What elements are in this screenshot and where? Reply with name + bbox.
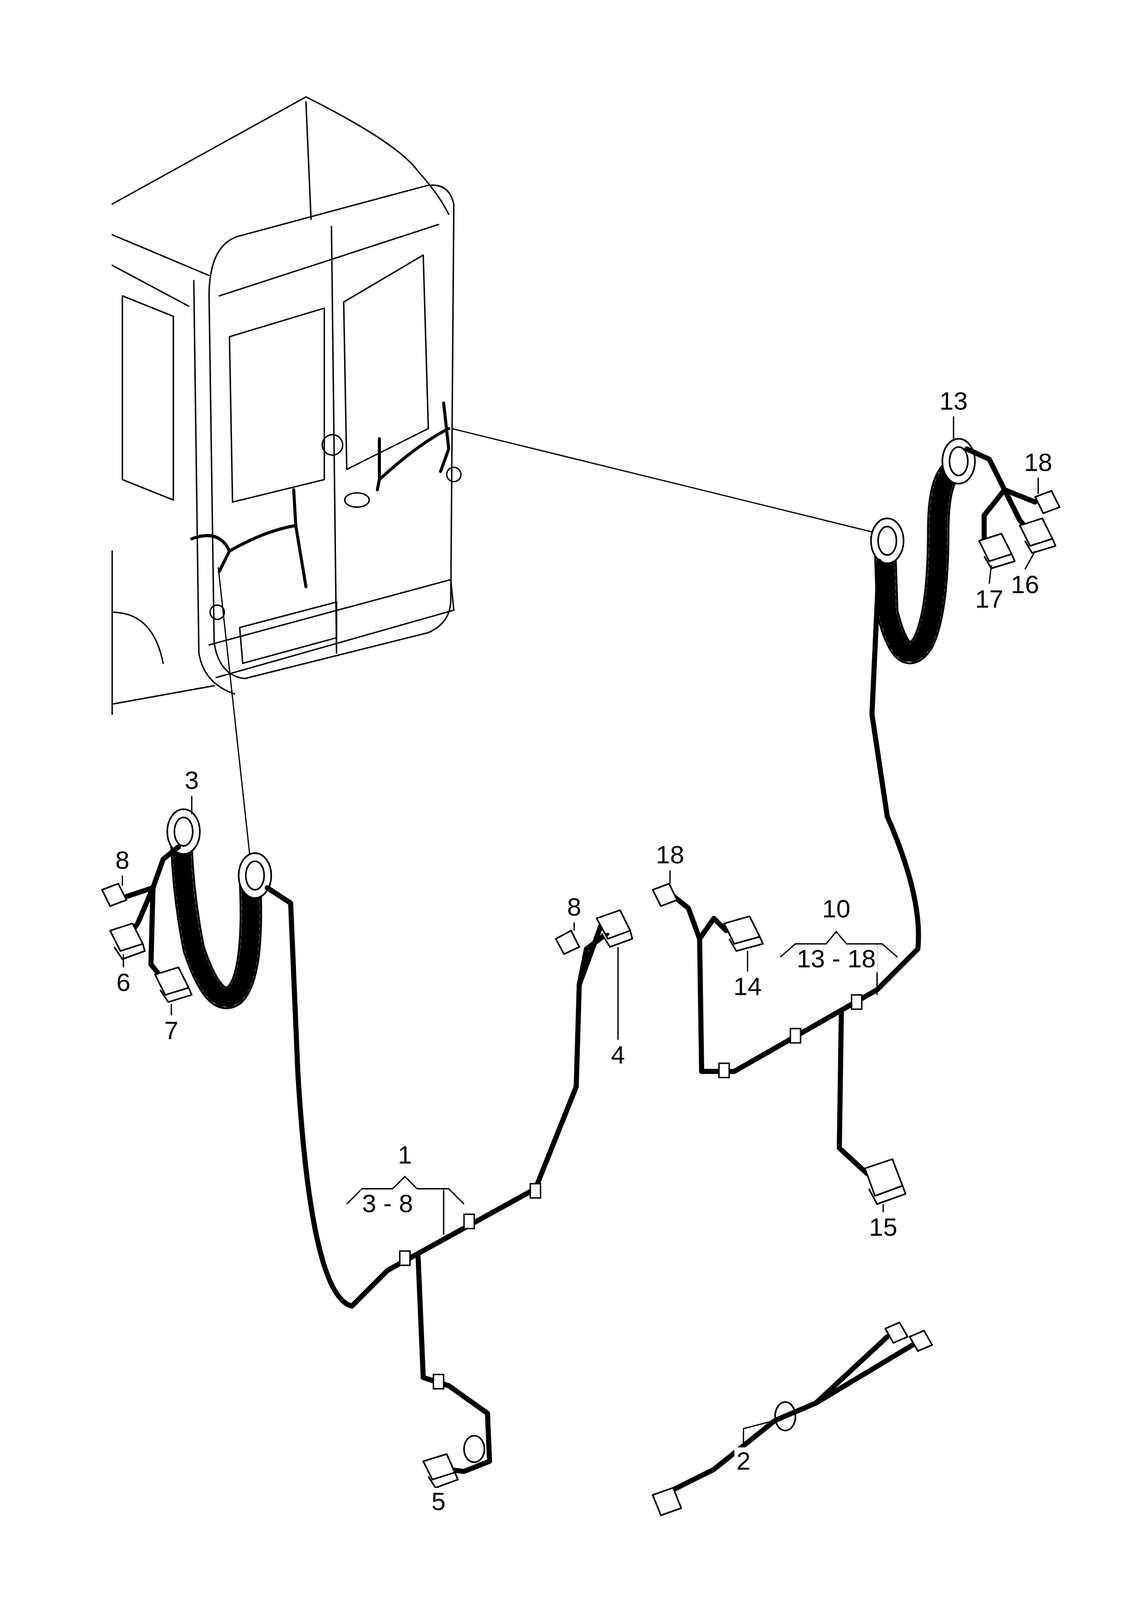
callout-number: 2: [734, 1447, 753, 1475]
callout-number: 18: [654, 840, 687, 869]
callout-number: 3 - 8: [360, 1189, 415, 1217]
callout-number: 15: [867, 1213, 899, 1241]
callout-number: 13 - 18: [795, 944, 878, 973]
callout-number: 7: [162, 1016, 181, 1044]
callout-number: 13: [937, 387, 970, 415]
callout-number: 8: [113, 846, 132, 874]
callout-number: 1: [395, 1140, 414, 1169]
callout-number: 10: [820, 894, 853, 923]
callout-number: 16: [1008, 570, 1041, 598]
callout-number: 14: [731, 972, 764, 1000]
callout-number: 4: [609, 1041, 628, 1069]
callout-number: 5: [429, 1487, 448, 1515]
callout-number: 18: [1022, 448, 1054, 476]
callout-number: 6: [114, 968, 133, 996]
callout-number: 3: [182, 766, 201, 794]
callout-number: 8: [565, 893, 583, 921]
callout-number: 17: [973, 585, 1006, 613]
